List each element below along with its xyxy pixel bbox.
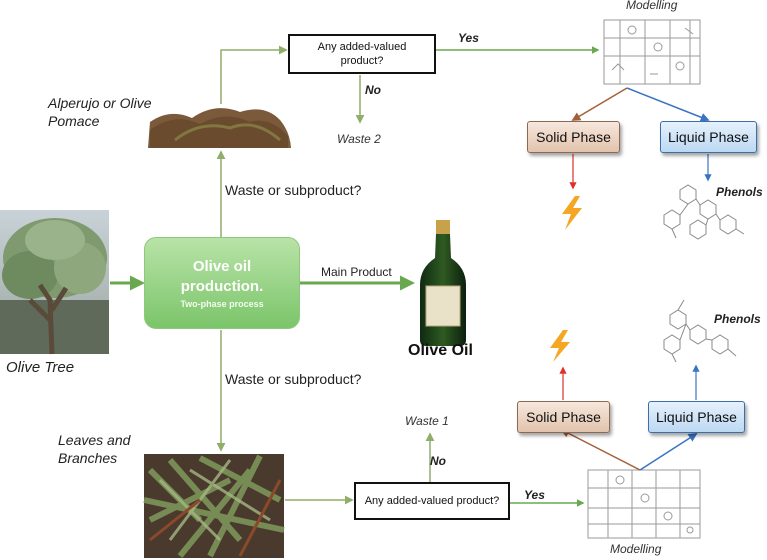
top-question-box: Any added-valued product? bbox=[288, 34, 436, 74]
top-solid-phase: Solid Phase bbox=[527, 121, 620, 153]
lightning-icon bbox=[550, 330, 570, 362]
top-to-liquid-arrow bbox=[626, 87, 710, 122]
process-schematic-top bbox=[603, 19, 701, 85]
process-schematic-bottom bbox=[587, 469, 701, 539]
top-waste-label: Waste 2 bbox=[337, 132, 381, 146]
process-subtitle: Two-phase process bbox=[180, 299, 264, 309]
alperujo-label: Alperujo or Olive Pomace bbox=[48, 95, 152, 129]
modelling-top-label: Modelling bbox=[626, 0, 678, 12]
olive-tree-photo bbox=[0, 210, 109, 355]
top-liquid-phase: Liquid Phase bbox=[660, 121, 757, 153]
molecule-structure-bottom bbox=[663, 299, 737, 363]
top-to-solid-arrow bbox=[571, 87, 628, 121]
phenols-top-label: Phenols bbox=[716, 185, 763, 199]
bottom-no-label: No bbox=[430, 454, 446, 468]
pomace-mound bbox=[148, 108, 291, 148]
bottom-to-liquid-arrow bbox=[639, 433, 698, 471]
top-no-label: No bbox=[365, 83, 381, 97]
olive-tree-label: Olive Tree bbox=[6, 359, 75, 376]
main-product-label: Main Product bbox=[321, 265, 392, 279]
waste-question-bottom: Waste or subproduct? bbox=[225, 371, 362, 387]
bottom-yes-label: Yes bbox=[524, 488, 545, 502]
waste-question-top: Waste or subproduct? bbox=[225, 182, 362, 198]
bottom-to-solid-arrow bbox=[560, 429, 641, 471]
bottom-solid-phase: Solid Phase bbox=[517, 401, 610, 433]
lightning-icon bbox=[562, 196, 582, 230]
pomace-to-question-arrow bbox=[220, 45, 288, 104]
molecule-structure-top bbox=[663, 184, 745, 240]
top-yes-label: Yes bbox=[458, 31, 479, 45]
olive-oil-bottle bbox=[420, 220, 466, 346]
leaves-label: Leaves and Branches bbox=[58, 432, 131, 466]
bottom-question-box: Any added-valued product? bbox=[354, 482, 510, 520]
phenols-bottom-label: Phenols bbox=[714, 312, 761, 326]
process-title: Olive oil production. bbox=[180, 258, 264, 295]
olive-oil-label: Olive Oil bbox=[408, 342, 473, 359]
bottom-liquid-phase: Liquid Phase bbox=[648, 401, 745, 433]
bottom-waste-label: Waste 1 bbox=[405, 414, 449, 428]
leaves-photo bbox=[143, 454, 285, 558]
process-box: Olive oil production. Two-phase process bbox=[144, 237, 300, 329]
modelling-bottom-label: Modelling bbox=[610, 542, 662, 556]
